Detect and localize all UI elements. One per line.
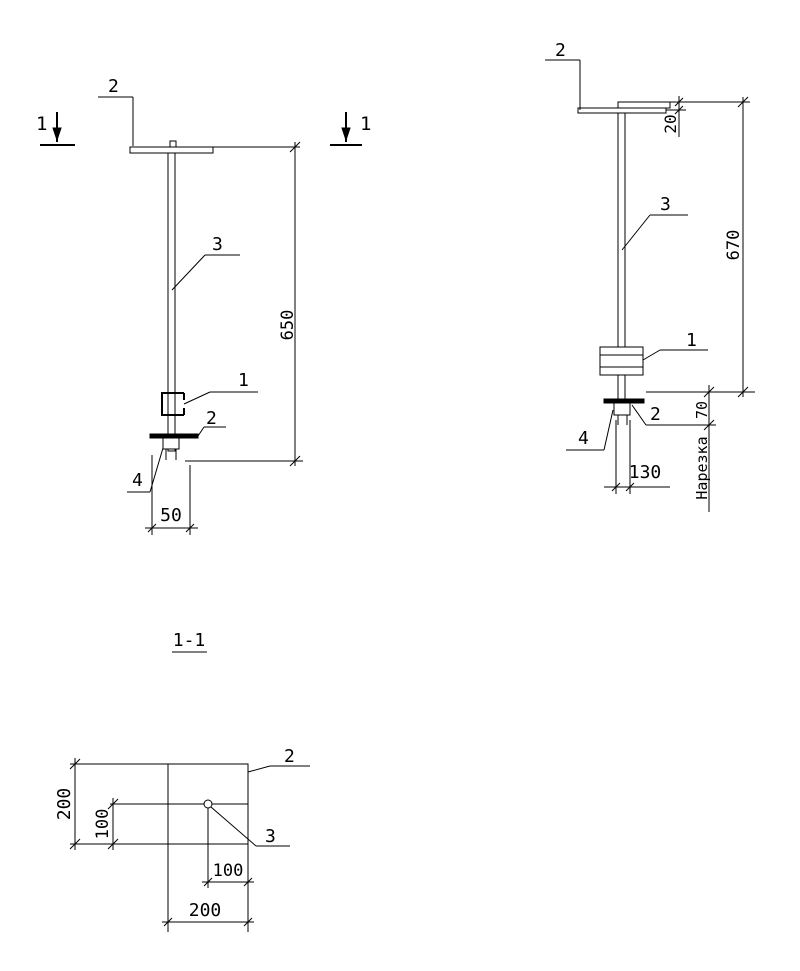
section-mark-right: 1 bbox=[330, 112, 371, 146]
callout-washer: 2 bbox=[206, 408, 217, 429]
callout-nut: 4 bbox=[132, 470, 143, 491]
callout-washer-side: 2 bbox=[650, 404, 661, 425]
top-plate bbox=[129, 146, 214, 154]
callout-plan-plate: 2 bbox=[284, 746, 295, 767]
dim-130: 130 bbox=[629, 462, 662, 483]
callout-plate-side: 2 bbox=[555, 40, 566, 61]
left-view: 1 1 2 3 1 2 bbox=[36, 76, 371, 535]
dim-100-horizontal: 100 bbox=[213, 861, 244, 881]
dim-70: 70 bbox=[693, 401, 711, 419]
plan-view: 1-1 200 100 100 200 bbox=[54, 630, 310, 932]
section-title: 1-1 bbox=[173, 630, 206, 651]
plan-rod bbox=[203, 799, 213, 809]
callout-rod: 3 bbox=[212, 234, 223, 255]
section-mark-left: 1 bbox=[36, 112, 75, 146]
plate-flange bbox=[617, 101, 671, 109]
dim-200-vertical: 200 bbox=[54, 788, 75, 821]
clamp-block bbox=[599, 346, 644, 376]
rod-head bbox=[169, 140, 177, 148]
washer bbox=[149, 433, 199, 439]
top-plate-side bbox=[577, 107, 667, 114]
callout-rod-side: 3 bbox=[660, 194, 671, 215]
nut-side bbox=[613, 402, 631, 416]
callout-nut-side: 4 bbox=[578, 428, 589, 449]
dim-20: 20 bbox=[661, 114, 680, 133]
dim-200-horizontal: 200 bbox=[189, 900, 222, 921]
dim-50: 50 bbox=[160, 505, 182, 526]
thread-label: Нарезка bbox=[693, 436, 711, 499]
dim-670: 670 bbox=[724, 230, 744, 261]
callout-plan-rod: 3 bbox=[265, 826, 276, 847]
section-label-left: 1 bbox=[36, 113, 47, 135]
dim-100-vertical: 100 bbox=[93, 809, 113, 840]
callout-clamp-side: 1 bbox=[686, 330, 697, 351]
rod bbox=[167, 152, 176, 452]
clamp bbox=[161, 392, 184, 416]
dim-650: 650 bbox=[278, 310, 298, 341]
right-view: 2 3 1 2 4 20 670 70 Нарезка bbox=[545, 40, 755, 512]
washer-side bbox=[603, 398, 645, 404]
callout-clamp: 1 bbox=[238, 370, 249, 391]
nut bbox=[162, 437, 180, 450]
section-label-right: 1 bbox=[360, 113, 371, 135]
callout-plate: 2 bbox=[108, 76, 119, 97]
